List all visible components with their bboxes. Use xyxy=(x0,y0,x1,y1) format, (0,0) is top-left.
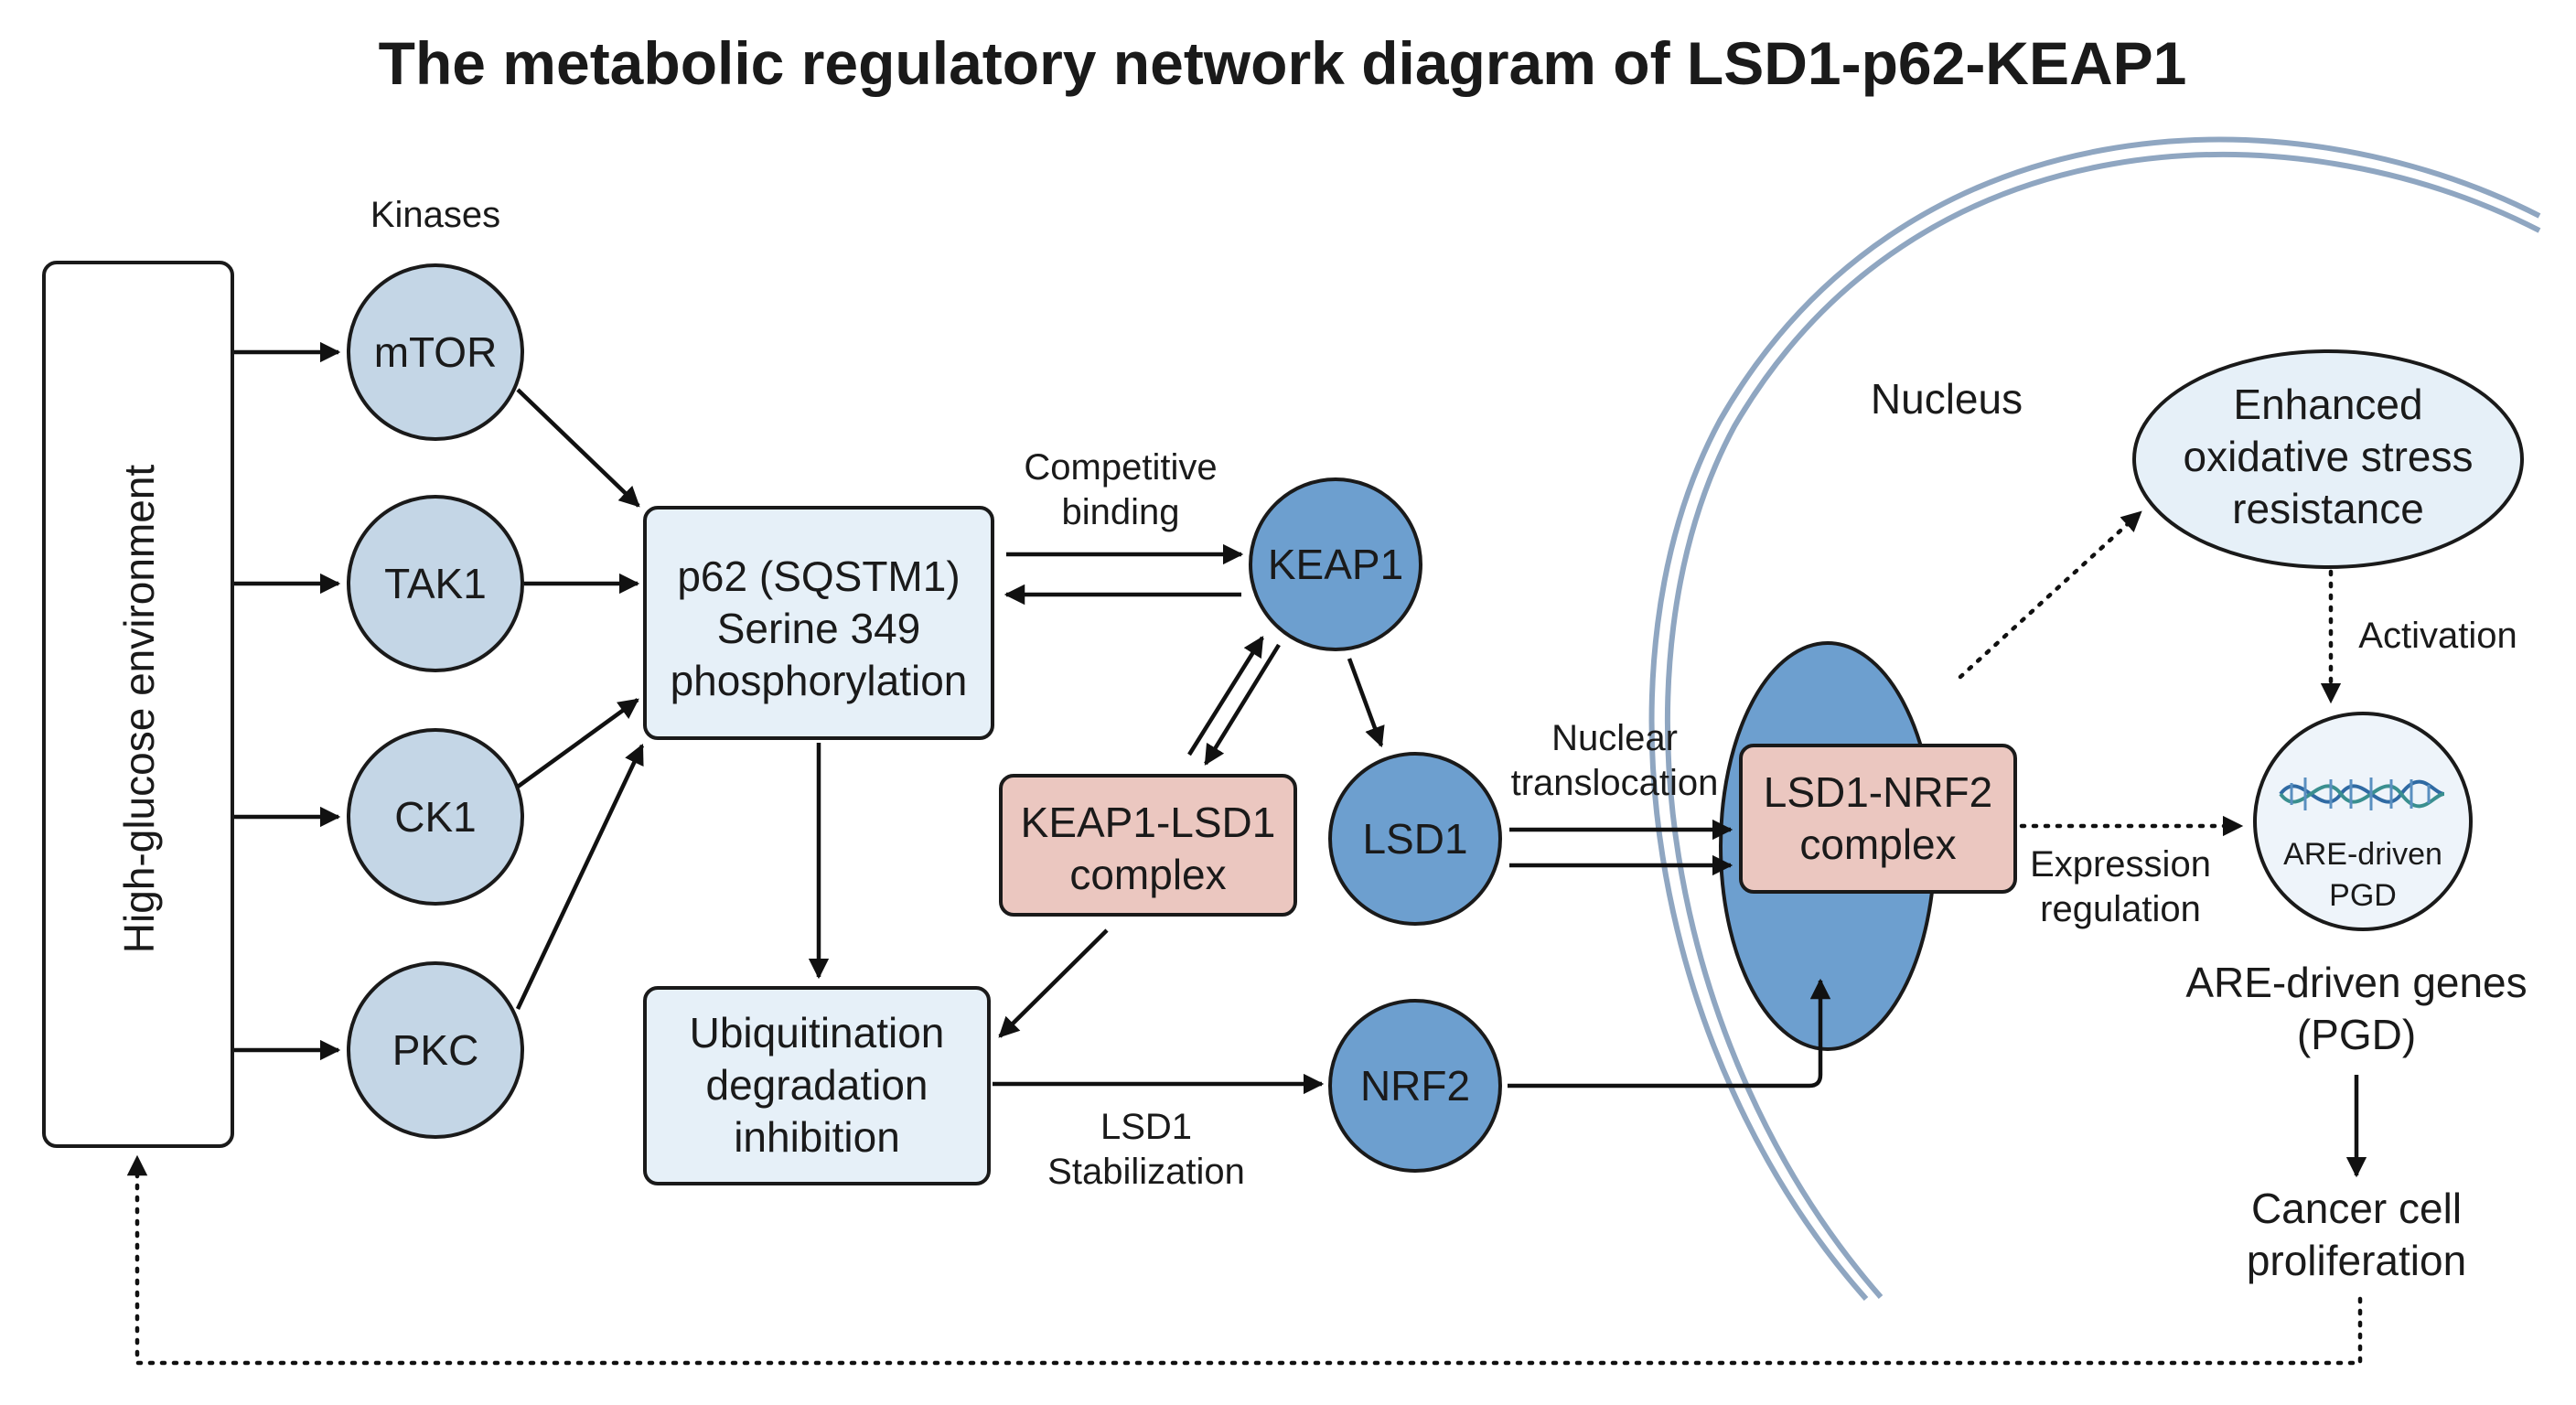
kinase-mtor: mTOR xyxy=(347,263,524,441)
edge-ck1-p62 xyxy=(516,698,639,788)
edge-complex-ubiquitination xyxy=(998,928,1109,1038)
edge-feedback-loop xyxy=(126,1154,2363,1366)
are-driven-pgd-node: ARE-driven PGD xyxy=(2253,712,2473,931)
are-genes-label: ARE-driven genes xyxy=(2185,959,2527,1006)
edge-pkc-p62 xyxy=(515,743,645,1010)
edge-complex-keap1 xyxy=(1187,636,1264,756)
svg-text:KEAP1: KEAP1 xyxy=(1268,541,1403,588)
svg-text:degradation: degradation xyxy=(706,1061,928,1109)
expression-regulation-label: Expression xyxy=(2030,844,2211,885)
svg-text:NRF2: NRF2 xyxy=(1360,1062,1470,1110)
edges xyxy=(126,341,2367,1366)
svg-text:Serine 349: Serine 349 xyxy=(717,605,921,652)
svg-text:PKC: PKC xyxy=(392,1026,479,1074)
svg-text:complex: complex xyxy=(1799,820,1956,868)
high-glucose-box xyxy=(42,261,234,1148)
nucleus-label: Nucleus xyxy=(1871,375,2023,423)
lsd1-node: LSD1 xyxy=(1328,752,1502,926)
lsd1-stabilization-label: LSD1 xyxy=(1100,1107,1192,1147)
expression-regulation-label-2: regulation xyxy=(2040,889,2201,929)
high-glucose-label: High-glucose environment xyxy=(115,465,163,954)
activation-label: Activation xyxy=(2358,616,2517,656)
svg-text:mTOR: mTOR xyxy=(374,328,498,376)
cancer-proliferation-label-2: proliferation xyxy=(2247,1237,2466,1284)
svg-text:resistance: resistance xyxy=(2232,485,2424,532)
diagram-title: The metabolic regulatory network diagram… xyxy=(379,29,2187,97)
keap1-lsd1-complex-node: KEAP1-LSD1 complex xyxy=(999,774,1297,917)
are-genes-label-2: (PGD) xyxy=(2297,1011,2416,1058)
svg-text:PGD: PGD xyxy=(2329,878,2397,913)
svg-text:complex: complex xyxy=(1069,851,1226,898)
svg-text:KEAP1-LSD1: KEAP1-LSD1 xyxy=(1021,799,1276,846)
cancer-proliferation-label: Cancer cell xyxy=(2251,1185,2462,1232)
kinase-ck1: CK1 xyxy=(347,728,524,906)
edge-mtor-p62 xyxy=(516,388,640,508)
svg-text:LSD1: LSD1 xyxy=(1362,815,1467,863)
edge-complex-oxidative xyxy=(1958,509,2143,680)
kinase-tak1: TAK1 xyxy=(347,495,524,672)
nuclear-translocation-label-2: translocation xyxy=(1511,763,1719,803)
svg-text:TAK1: TAK1 xyxy=(384,560,487,607)
nuclear-translocation-label: Nuclear xyxy=(1551,718,1678,758)
edge-keap1-complex xyxy=(1204,643,1281,766)
svg-text:ARE-driven: ARE-driven xyxy=(2283,837,2442,872)
lsd1-stabilization-label-2: Stabilization xyxy=(1047,1152,1245,1192)
oxidative-stress-node: Enhanced oxidative stress resistance xyxy=(2132,349,2524,569)
lsd1-nrf2-complex-node: LSD1-NRF2 complex xyxy=(1719,641,2017,1051)
kinase-pkc: PKC xyxy=(347,961,524,1139)
ubiquitination-node: Ubiquitination degradation inhibition xyxy=(643,986,991,1185)
nucleus-membrane xyxy=(1648,136,2541,1301)
svg-text:Ubiquitination: Ubiquitination xyxy=(690,1009,945,1056)
svg-text:CK1: CK1 xyxy=(394,793,476,841)
p62-node: p62 (SQSTM1) Serine 349 phosphorylation xyxy=(643,506,994,740)
edge-nrf2-complex xyxy=(1508,978,1831,1089)
competitive-binding-label: Competitive xyxy=(1024,447,1217,488)
svg-text:oxidative stress: oxidative stress xyxy=(2183,433,2473,480)
dna-icon xyxy=(2279,778,2445,810)
competitive-binding-label-2: binding xyxy=(1061,492,1179,532)
svg-text:inhibition: inhibition xyxy=(734,1113,900,1161)
svg-text:LSD1-NRF2: LSD1-NRF2 xyxy=(1764,768,1993,816)
svg-text:Enhanced: Enhanced xyxy=(2233,381,2422,428)
svg-text:p62 (SQSTM1): p62 (SQSTM1) xyxy=(677,552,960,600)
svg-text:phosphorylation: phosphorylation xyxy=(671,657,968,704)
edge-keap1-lsd1 xyxy=(1347,658,1385,748)
kinases-label: Kinases xyxy=(370,195,500,235)
nrf2-node: NRF2 xyxy=(1328,999,1502,1173)
keap1-node: KEAP1 xyxy=(1249,477,1422,651)
